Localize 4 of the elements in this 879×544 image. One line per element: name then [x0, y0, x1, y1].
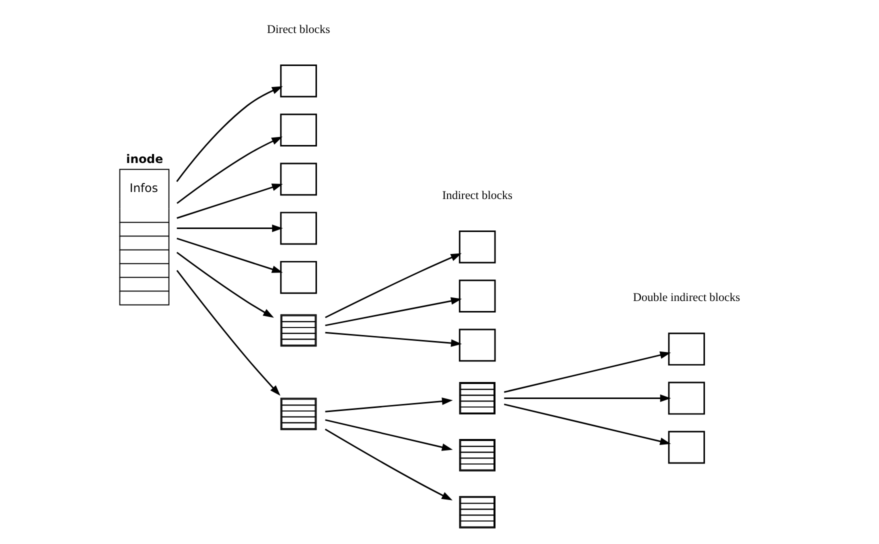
label: Double indirect blocks	[632, 291, 740, 304]
label: Direct blocks	[266, 22, 330, 36]
label: Indirect blocks	[442, 188, 512, 202]
node-text: inode Infos	[126, 152, 163, 196]
